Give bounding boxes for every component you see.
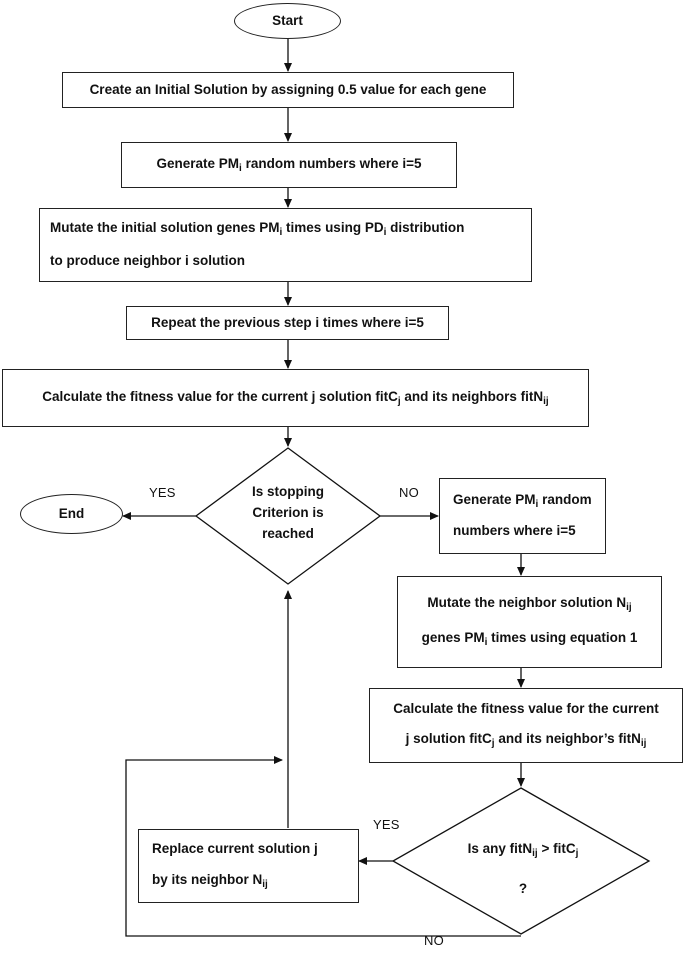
mutate-initial-solution-box: Mutate the initial solution genes PMi ti… <box>39 208 532 282</box>
yes-label-stopping: YES <box>149 485 176 500</box>
no-label-stopping: NO <box>399 485 419 500</box>
decision-fitness-text: Is any fitNij > fitCj ? <box>467 841 579 896</box>
no-label-fitness: NO <box>424 933 444 948</box>
calculate-fitness-text: Calculate the fitness value for the curr… <box>42 388 549 407</box>
mutate-neighbor-solution-text: Mutate the neighbor solution Nij genes P… <box>421 595 638 648</box>
create-initial-solution-text: Create an Initial Solution by assigning … <box>89 81 487 97</box>
end-terminal: End <box>20 494 123 534</box>
decision-stopping-diamond <box>194 447 382 585</box>
calculate-fitness-2-text: Calculate the fitness value for the curr… <box>393 700 659 750</box>
mutate-initial-solution-text: Mutate the initial solution genes PMi ti… <box>50 220 465 269</box>
generate-random-numbers-2-box: Generate PMi random numbers where i=5 <box>439 478 606 554</box>
calculate-fitness-box: Calculate the fitness value for the curr… <box>2 369 589 427</box>
generate-random-numbers-text: Generate PMi random numbers where i=5 <box>156 155 422 174</box>
replace-solution-text: Replace current solution j by its neighb… <box>152 841 318 890</box>
end-label: End <box>58 505 85 521</box>
decision-stopping-text: Is stopping Criterion is reached <box>252 484 324 541</box>
calculate-fitness-2-box: Calculate the fitness value for the curr… <box>369 688 683 763</box>
arrow-no-loop <box>125 756 521 937</box>
yes-label-fitness: YES <box>373 817 400 832</box>
repeat-step-text: Repeat the previous step i times where i… <box>151 314 424 330</box>
generate-random-numbers-2-text: Generate PMi random numbers where i=5 <box>453 492 592 539</box>
start-terminal: Start <box>234 3 341 39</box>
repeat-step-box: Repeat the previous step i times where i… <box>126 306 449 340</box>
replace-solution-box: Replace current solution j by its neighb… <box>138 829 359 903</box>
decision-fitness-diamond <box>391 787 651 935</box>
mutate-neighbor-solution-box: Mutate the neighbor solution Nij genes P… <box>397 576 662 668</box>
generate-random-numbers-box: Generate PMi random numbers where i=5 <box>121 142 457 188</box>
start-label: Start <box>272 12 303 28</box>
create-initial-solution-box: Create an Initial Solution by assigning … <box>62 72 514 108</box>
